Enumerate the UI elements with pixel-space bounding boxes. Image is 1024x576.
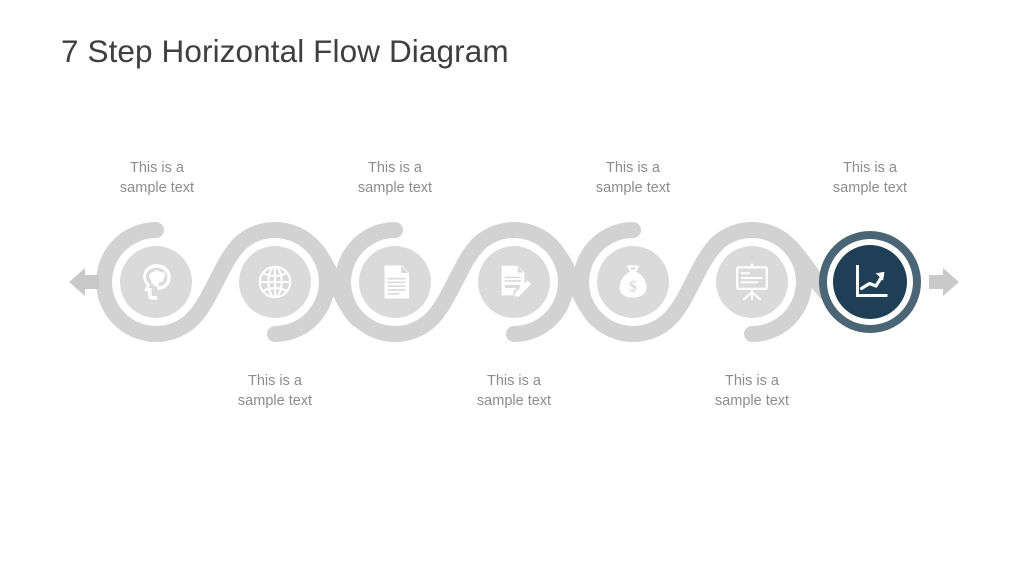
previous-arrow[interactable] (69, 268, 99, 296)
step-2-label: This is a sample text (237, 373, 313, 409)
arrow-right-icon[interactable] (929, 268, 959, 296)
flow-ribbon (96, 222, 842, 342)
step-4-label: This is a sample text (476, 373, 552, 409)
page-title: 7 Step Horizontal Flow Diagram (61, 33, 509, 69)
step-1-label: This is a sample text (119, 160, 195, 196)
step-1[interactable] (120, 246, 192, 318)
step-5[interactable] (597, 246, 669, 318)
document-icon (383, 264, 410, 300)
step-5-label: This is a sample text (595, 160, 671, 196)
step-4[interactable] (478, 246, 550, 318)
step-7[interactable] (819, 231, 921, 333)
step-7-circle[interactable] (833, 245, 907, 319)
step-2[interactable] (239, 246, 311, 318)
step-6[interactable] (716, 246, 788, 318)
step-3-label: This is a sample text (357, 160, 433, 196)
step-3[interactable] (359, 246, 431, 318)
arrow-left-icon[interactable] (69, 268, 99, 296)
step-6-label: This is a sample text (714, 373, 790, 409)
globe-icon (258, 265, 292, 299)
next-arrow[interactable] (929, 268, 959, 296)
step-7-label: This is a sample text (832, 160, 908, 196)
